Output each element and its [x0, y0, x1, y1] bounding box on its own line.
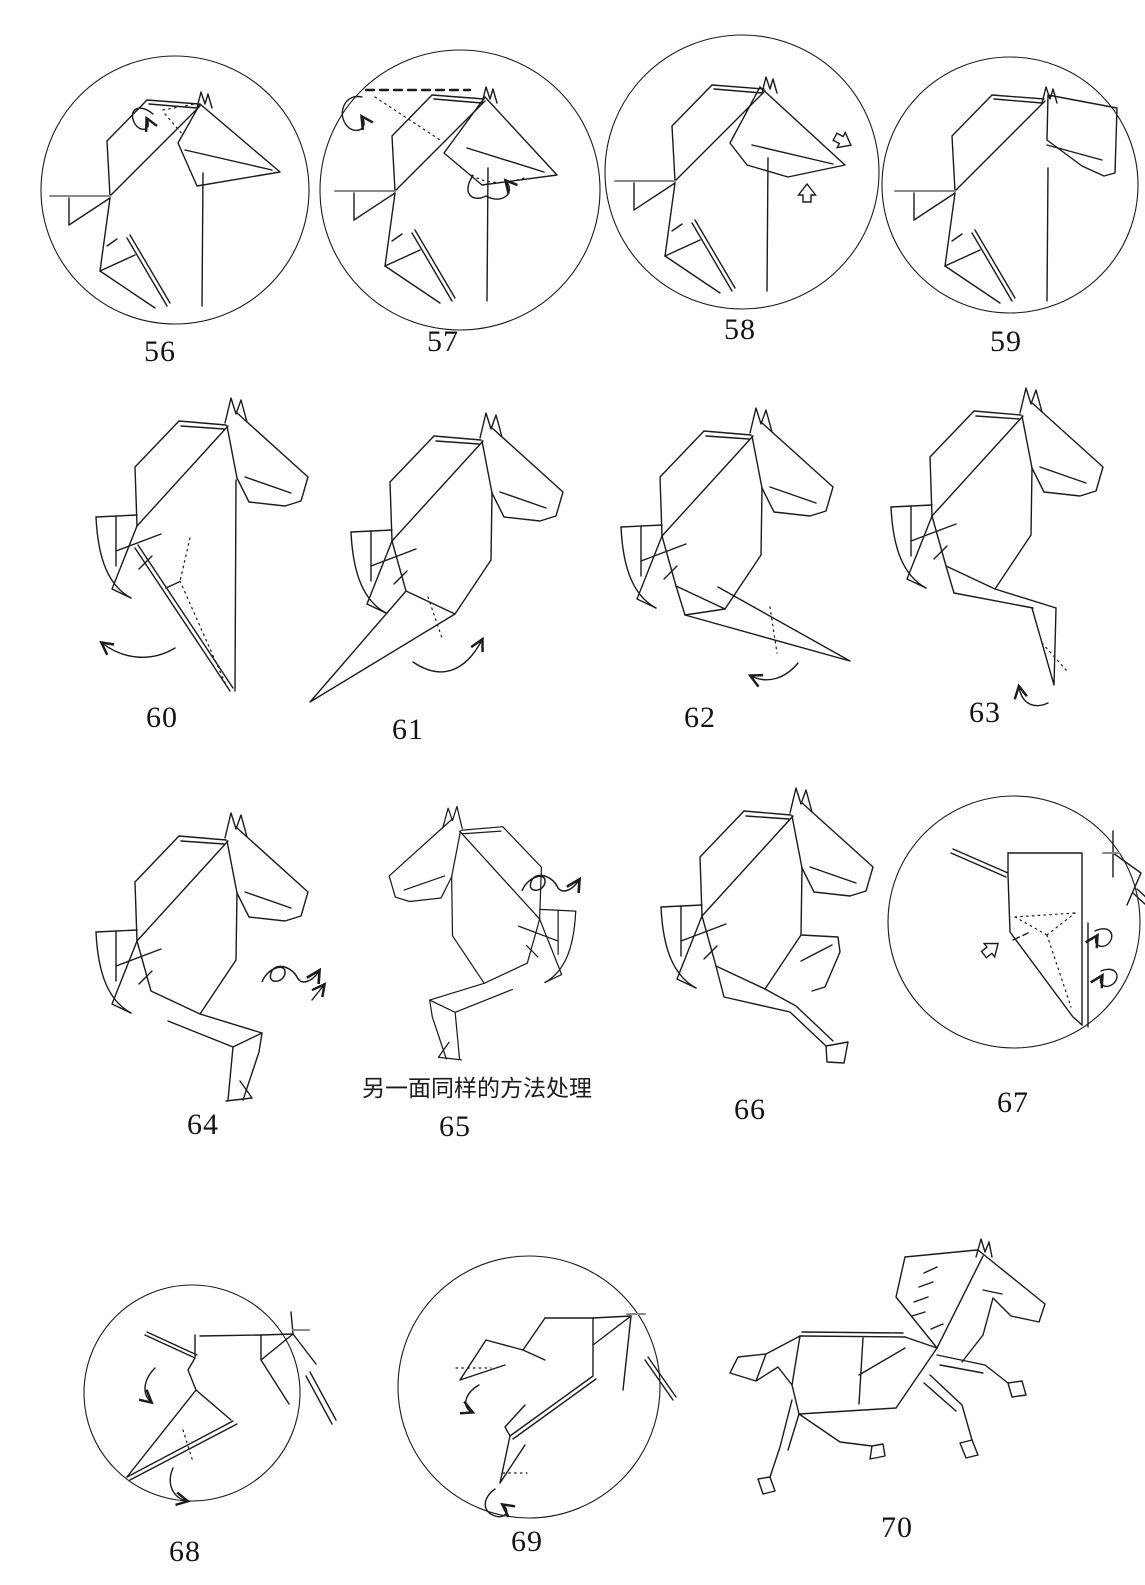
hind-leg — [715, 965, 849, 1064]
curl-arrow — [484, 1488, 516, 1518]
horse-head-fold — [443, 96, 558, 186]
curl-arrow — [467, 177, 509, 200]
step-63-diagram — [890, 387, 1104, 707]
arrow-tip — [311, 982, 327, 1001]
step-number-56: 56 — [144, 335, 176, 368]
step-60-diagram — [95, 397, 309, 692]
step-66-diagram — [660, 787, 874, 1064]
step-61-diagram — [309, 412, 564, 703]
curl-arrow — [1085, 928, 1113, 949]
push-arrow — [797, 183, 817, 203]
swing-arrow — [412, 636, 484, 673]
detail-circle — [40, 55, 310, 325]
step-65-diagram — [311, 805, 625, 1061]
step-number-62: 62 — [684, 701, 716, 734]
fold-line-dotted — [374, 96, 441, 141]
head-closeup — [126, 1311, 337, 1481]
fold-line-dotted — [769, 606, 778, 654]
tail-flap — [309, 590, 456, 703]
step-number-60: 60 — [146, 701, 178, 734]
fold-tick — [1012, 932, 1029, 941]
horse-head-fold — [729, 86, 846, 178]
fold-line-dotted — [455, 1367, 528, 1474]
step-65-note: 另一面同样的方法处理 — [362, 1076, 592, 1101]
step-number-63: 63 — [969, 696, 1001, 729]
head-closeup — [459, 1313, 677, 1484]
step-number-58: 58 — [724, 313, 756, 346]
horse-head-shaped — [1046, 94, 1118, 177]
step-70-diagram — [729, 1238, 1046, 1495]
curl-arrow — [459, 1384, 480, 1415]
fold-line-dotted — [471, 174, 528, 183]
detail-circle — [397, 1255, 661, 1519]
step-68-diagram — [83, 1284, 337, 1507]
swing-arrow — [747, 662, 799, 688]
push-arrow — [830, 128, 856, 154]
step-57-diagram — [319, 49, 601, 331]
step-number-68: 68 — [169, 1535, 201, 1568]
turn-over-arrow — [522, 875, 579, 891]
tail-flap — [675, 585, 851, 662]
front-leg — [800, 934, 841, 992]
detail-circle — [604, 34, 880, 310]
fold-line-dotted — [182, 1429, 194, 1463]
fold-line-dotted — [1041, 642, 1068, 672]
swing-arrow — [169, 1467, 191, 1507]
horse-head-fold — [177, 103, 281, 187]
fold-line-dotted — [427, 596, 443, 639]
swing-arrow — [99, 640, 176, 658]
step-62-diagram — [620, 407, 851, 688]
fold-over-arrow — [341, 95, 374, 132]
swing-arrow — [138, 1367, 156, 1405]
push-arrow — [977, 936, 1005, 962]
fold-line-dotted — [179, 537, 227, 686]
fold-over-arrow — [131, 107, 158, 133]
finished-horse — [729, 1238, 1046, 1495]
step-number-59: 59 — [990, 325, 1022, 358]
detail-circle — [881, 56, 1139, 314]
step-56-diagram — [40, 55, 310, 325]
swing-arrow — [1013, 683, 1049, 707]
step-58-diagram — [604, 34, 880, 310]
step-67-diagram — [887, 795, 1145, 1049]
horse-mirrored — [388, 805, 577, 1061]
step-number-67: 67 — [997, 1086, 1029, 1119]
step-number-64: 64 — [187, 1108, 219, 1141]
step-number-66: 66 — [734, 1093, 766, 1126]
step-59-diagram — [881, 56, 1139, 314]
fold-line-dotted — [162, 103, 196, 136]
step-number-70: 70 — [881, 1511, 913, 1544]
fold-tick — [165, 581, 180, 589]
step-69-diagram — [397, 1255, 677, 1519]
detail-circle — [83, 1284, 301, 1502]
long-neck-flap — [134, 479, 237, 692]
hind-leg-fold — [945, 565, 1057, 686]
step-number-69: 69 — [511, 1525, 543, 1558]
detail-circle — [887, 795, 1141, 1049]
step-64-diagram — [95, 812, 340, 1102]
detail-circle — [319, 49, 601, 331]
step-number-57: 57 — [427, 325, 459, 358]
fold-line-dotted — [1014, 912, 1076, 1008]
head-closeup — [950, 830, 1145, 1028]
step-number-65: 65 — [439, 1110, 471, 1143]
step-number-61: 61 — [392, 713, 424, 746]
curl-arrow — [1090, 968, 1118, 989]
